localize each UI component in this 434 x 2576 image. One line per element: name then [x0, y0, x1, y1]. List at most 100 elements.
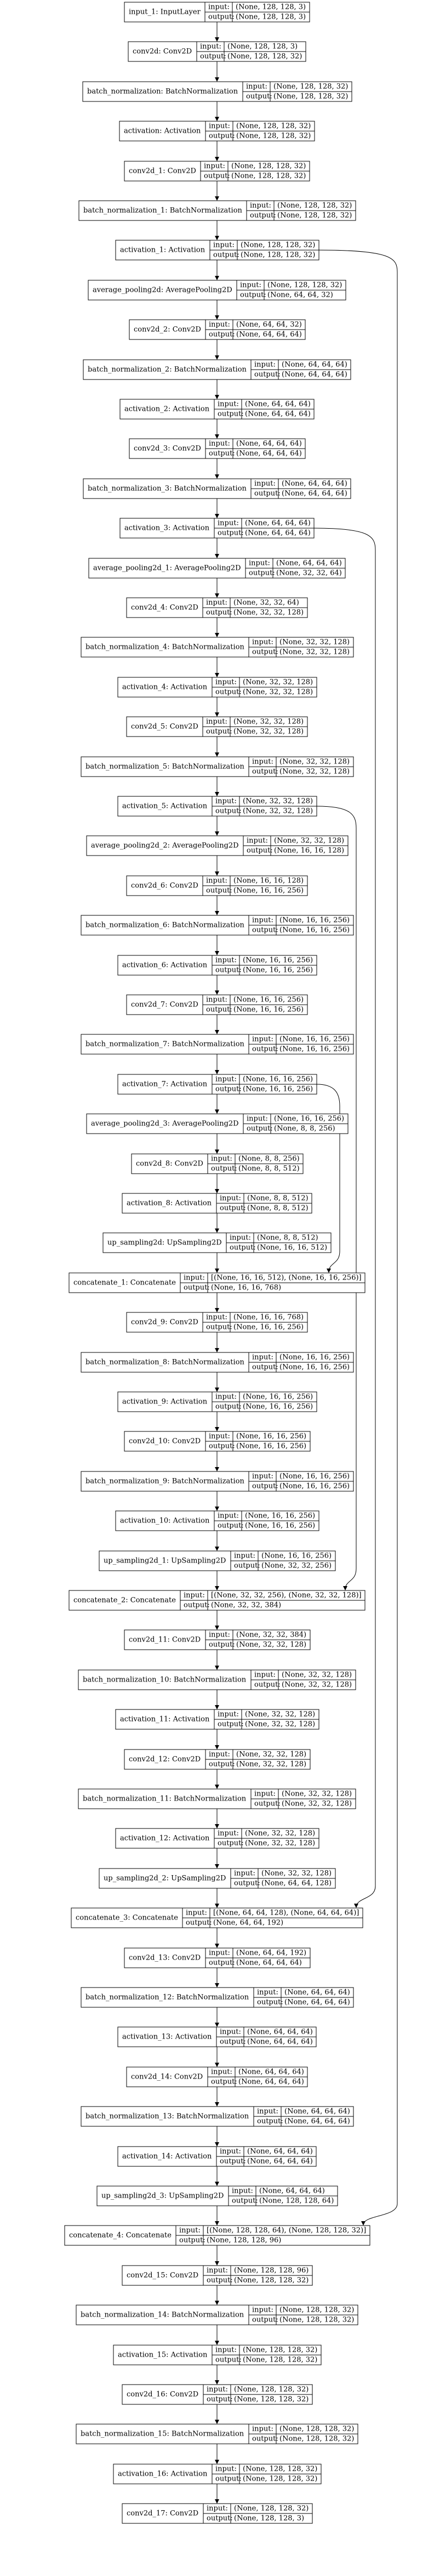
- input-port-label: input:: [213, 241, 235, 250]
- skip-edge-activation_3-to-concatenate_3: [313, 528, 376, 1908]
- input-shape: (None, 32, 32, 128): [245, 1830, 315, 1838]
- output-port-label: output:: [252, 1363, 278, 1372]
- input-port-label: input:: [247, 837, 268, 845]
- input-shape: (None, 64, 64, 64): [282, 480, 347, 488]
- output-port-label: output:: [179, 2237, 205, 2245]
- input-shape: (None, 16, 16, 128): [233, 877, 304, 885]
- input-port-label: input:: [209, 1631, 230, 1639]
- input-port-label: input:: [206, 877, 227, 885]
- input-port-label: input:: [220, 1194, 241, 1203]
- layer-label: activation_4: Activation: [122, 683, 208, 692]
- layer-label: batch_normalization_10: BatchNormalizati…: [83, 1676, 247, 1684]
- layer-node-activation_13: activation_13: Activationinput:output:(N…: [117, 2026, 317, 2047]
- output-shape: (None, 32, 32, 128): [245, 1839, 315, 1848]
- layer-label: activation: Activation: [124, 127, 201, 135]
- output-shape: (None, 128, 128, 32): [236, 132, 311, 140]
- layer-node-average_pooling2d_2: average_pooling2d_2: AveragePooling2Dinp…: [86, 835, 349, 856]
- input-port-label: input:: [204, 162, 225, 171]
- input-port-label: input:: [234, 1552, 255, 1560]
- output-shape: (None, 16, 16, 512): [257, 1244, 327, 1252]
- output-shape: (None, 64, 64, 64): [245, 410, 311, 418]
- input-shape: (None, 32, 32, 128): [279, 638, 350, 647]
- output-shape: (None, 16, 16, 256): [279, 1482, 350, 1491]
- output-shape: (None, 16, 16, 256): [243, 966, 313, 975]
- layer-node-activation_5: activation_5: Activationinput:output:(No…: [117, 796, 317, 817]
- output-shape: (None, 16, 16, 256): [233, 1323, 304, 1332]
- layer-node-concatenate_4: concatenate_4: Concatenateinput:output:[…: [64, 2225, 370, 2246]
- layer-label: conv2d_15: Conv2D: [127, 2272, 198, 2280]
- output-shape: (None, 128, 128, 64): [259, 2197, 334, 2205]
- output-shape: (None, 16, 16, 256): [279, 1045, 350, 1054]
- skip-edge-activation_1-to-concatenate_4: [318, 250, 398, 2226]
- input-port-label: input:: [252, 2306, 273, 2314]
- output-shape: (None, 64, 64, 128): [261, 1879, 332, 1888]
- output-shape: (None, 128, 128, 32): [241, 251, 315, 259]
- output-shape: (None, 32, 32, 128): [243, 807, 313, 816]
- layer-node-concatenate_2: concatenate_2: Concatenateinput:output:[…: [68, 1590, 366, 1611]
- input-port-label: input:: [240, 281, 261, 290]
- input-shape: (None, 32, 32, 128): [233, 718, 304, 726]
- input-shape: (None, 128, 128, 32): [279, 2306, 354, 2314]
- input-port-label: input:: [200, 43, 221, 51]
- output-port-label: output:: [218, 1522, 244, 1530]
- layer-label: concatenate_2: Concatenate: [73, 1596, 176, 1605]
- layer-label: average_pooling2d: AveragePooling2D: [93, 286, 232, 295]
- input-port-label: input:: [232, 2187, 253, 2195]
- layer-label: conv2d_7: Conv2D: [131, 1001, 198, 1009]
- output-port-label: output:: [184, 1284, 210, 1292]
- output-shape: (None, 32, 32, 128): [282, 1800, 352, 1808]
- input-shape: (None, 64, 64, 64): [236, 440, 302, 448]
- output-port-label: output:: [234, 1879, 260, 1888]
- input-shape: (None, 128, 128, 32): [273, 83, 348, 91]
- layer-node-activation_3: activation_3: Activationinput:output:(No…: [119, 518, 315, 539]
- output-port-label: output:: [254, 1681, 281, 1689]
- input-port-label: input:: [254, 480, 276, 488]
- output-port-label: output:: [246, 93, 272, 101]
- layer-label: batch_normalization_1: BatchNormalizatio…: [83, 207, 243, 215]
- output-port-label: output:: [211, 2078, 237, 2086]
- output-port-label: output:: [218, 1839, 244, 1848]
- layer-label: conv2d_3: Conv2D: [134, 445, 201, 453]
- output-port-label: output:: [220, 1204, 246, 1213]
- input-port-label: input:: [215, 2346, 237, 2354]
- output-shape: (None, 32, 32, 128): [243, 688, 313, 697]
- input-port-label: input:: [250, 202, 271, 210]
- output-port-label: output:: [209, 1641, 235, 1649]
- layer-label: up_sampling2d_2: UpSampling2D: [104, 1875, 226, 1883]
- layer-label: conv2d_12: Conv2D: [129, 1756, 201, 1764]
- output-shape: (None, 64, 64, 64): [247, 2158, 313, 2166]
- output-shape: (None, 64, 64, 64): [282, 371, 347, 379]
- output-port-label: output:: [218, 529, 244, 537]
- layer-label: batch_normalization_15: BatchNormalizati…: [81, 2430, 244, 2438]
- input-shape: (None, 64, 64, 64): [282, 361, 347, 369]
- output-port-label: output:: [249, 569, 275, 578]
- output-shape: (None, 16, 16, 128): [274, 847, 344, 855]
- layer-label: conv2d_6: Conv2D: [131, 882, 198, 890]
- input-port-label: input:: [215, 678, 237, 687]
- output-shape: (None, 64, 64, 64): [236, 450, 302, 458]
- skip-edge-activation_7-to-concatenate_1: [316, 1084, 340, 1273]
- output-shape: (None, 64, 64, 64): [284, 1998, 350, 2007]
- input-port-label: input:: [252, 2425, 273, 2433]
- output-port-label: output:: [215, 807, 242, 816]
- input-port-label: input:: [209, 1433, 230, 1441]
- output-port-label: output:: [252, 926, 278, 935]
- layer-node-activation_14: activation_14: Activationinput:output:(N…: [117, 2146, 317, 2167]
- layer-label: batch_normalization_6: BatchNormalizatio…: [85, 921, 245, 930]
- layer-label: conv2d: Conv2D: [133, 48, 192, 56]
- input-port-label: input:: [215, 1075, 237, 1084]
- layer-label: activation_14: Activation: [122, 2153, 212, 2161]
- input-shape: (None, 16, 16, 256): [243, 1075, 313, 1084]
- layer-node-batch_normalization_5: batch_normalization_5: BatchNormalizatio…: [81, 756, 354, 777]
- output-shape: (None, 32, 32, 128): [236, 1641, 306, 1649]
- layer-label: activation_6: Activation: [122, 961, 208, 970]
- layer-label: activation_8: Activation: [127, 1199, 212, 1208]
- input-shape: (None, 128, 128, 32): [234, 2386, 309, 2394]
- layer-label: activation_10: Activation: [120, 1517, 210, 1525]
- input-shape: [(None, 32, 32, 256), (None, 32, 32, 128…: [211, 1592, 362, 1600]
- output-shape: (None, 16, 16, 256): [245, 1522, 315, 1530]
- input-shape: (None, 64, 64, 64): [284, 1989, 350, 1997]
